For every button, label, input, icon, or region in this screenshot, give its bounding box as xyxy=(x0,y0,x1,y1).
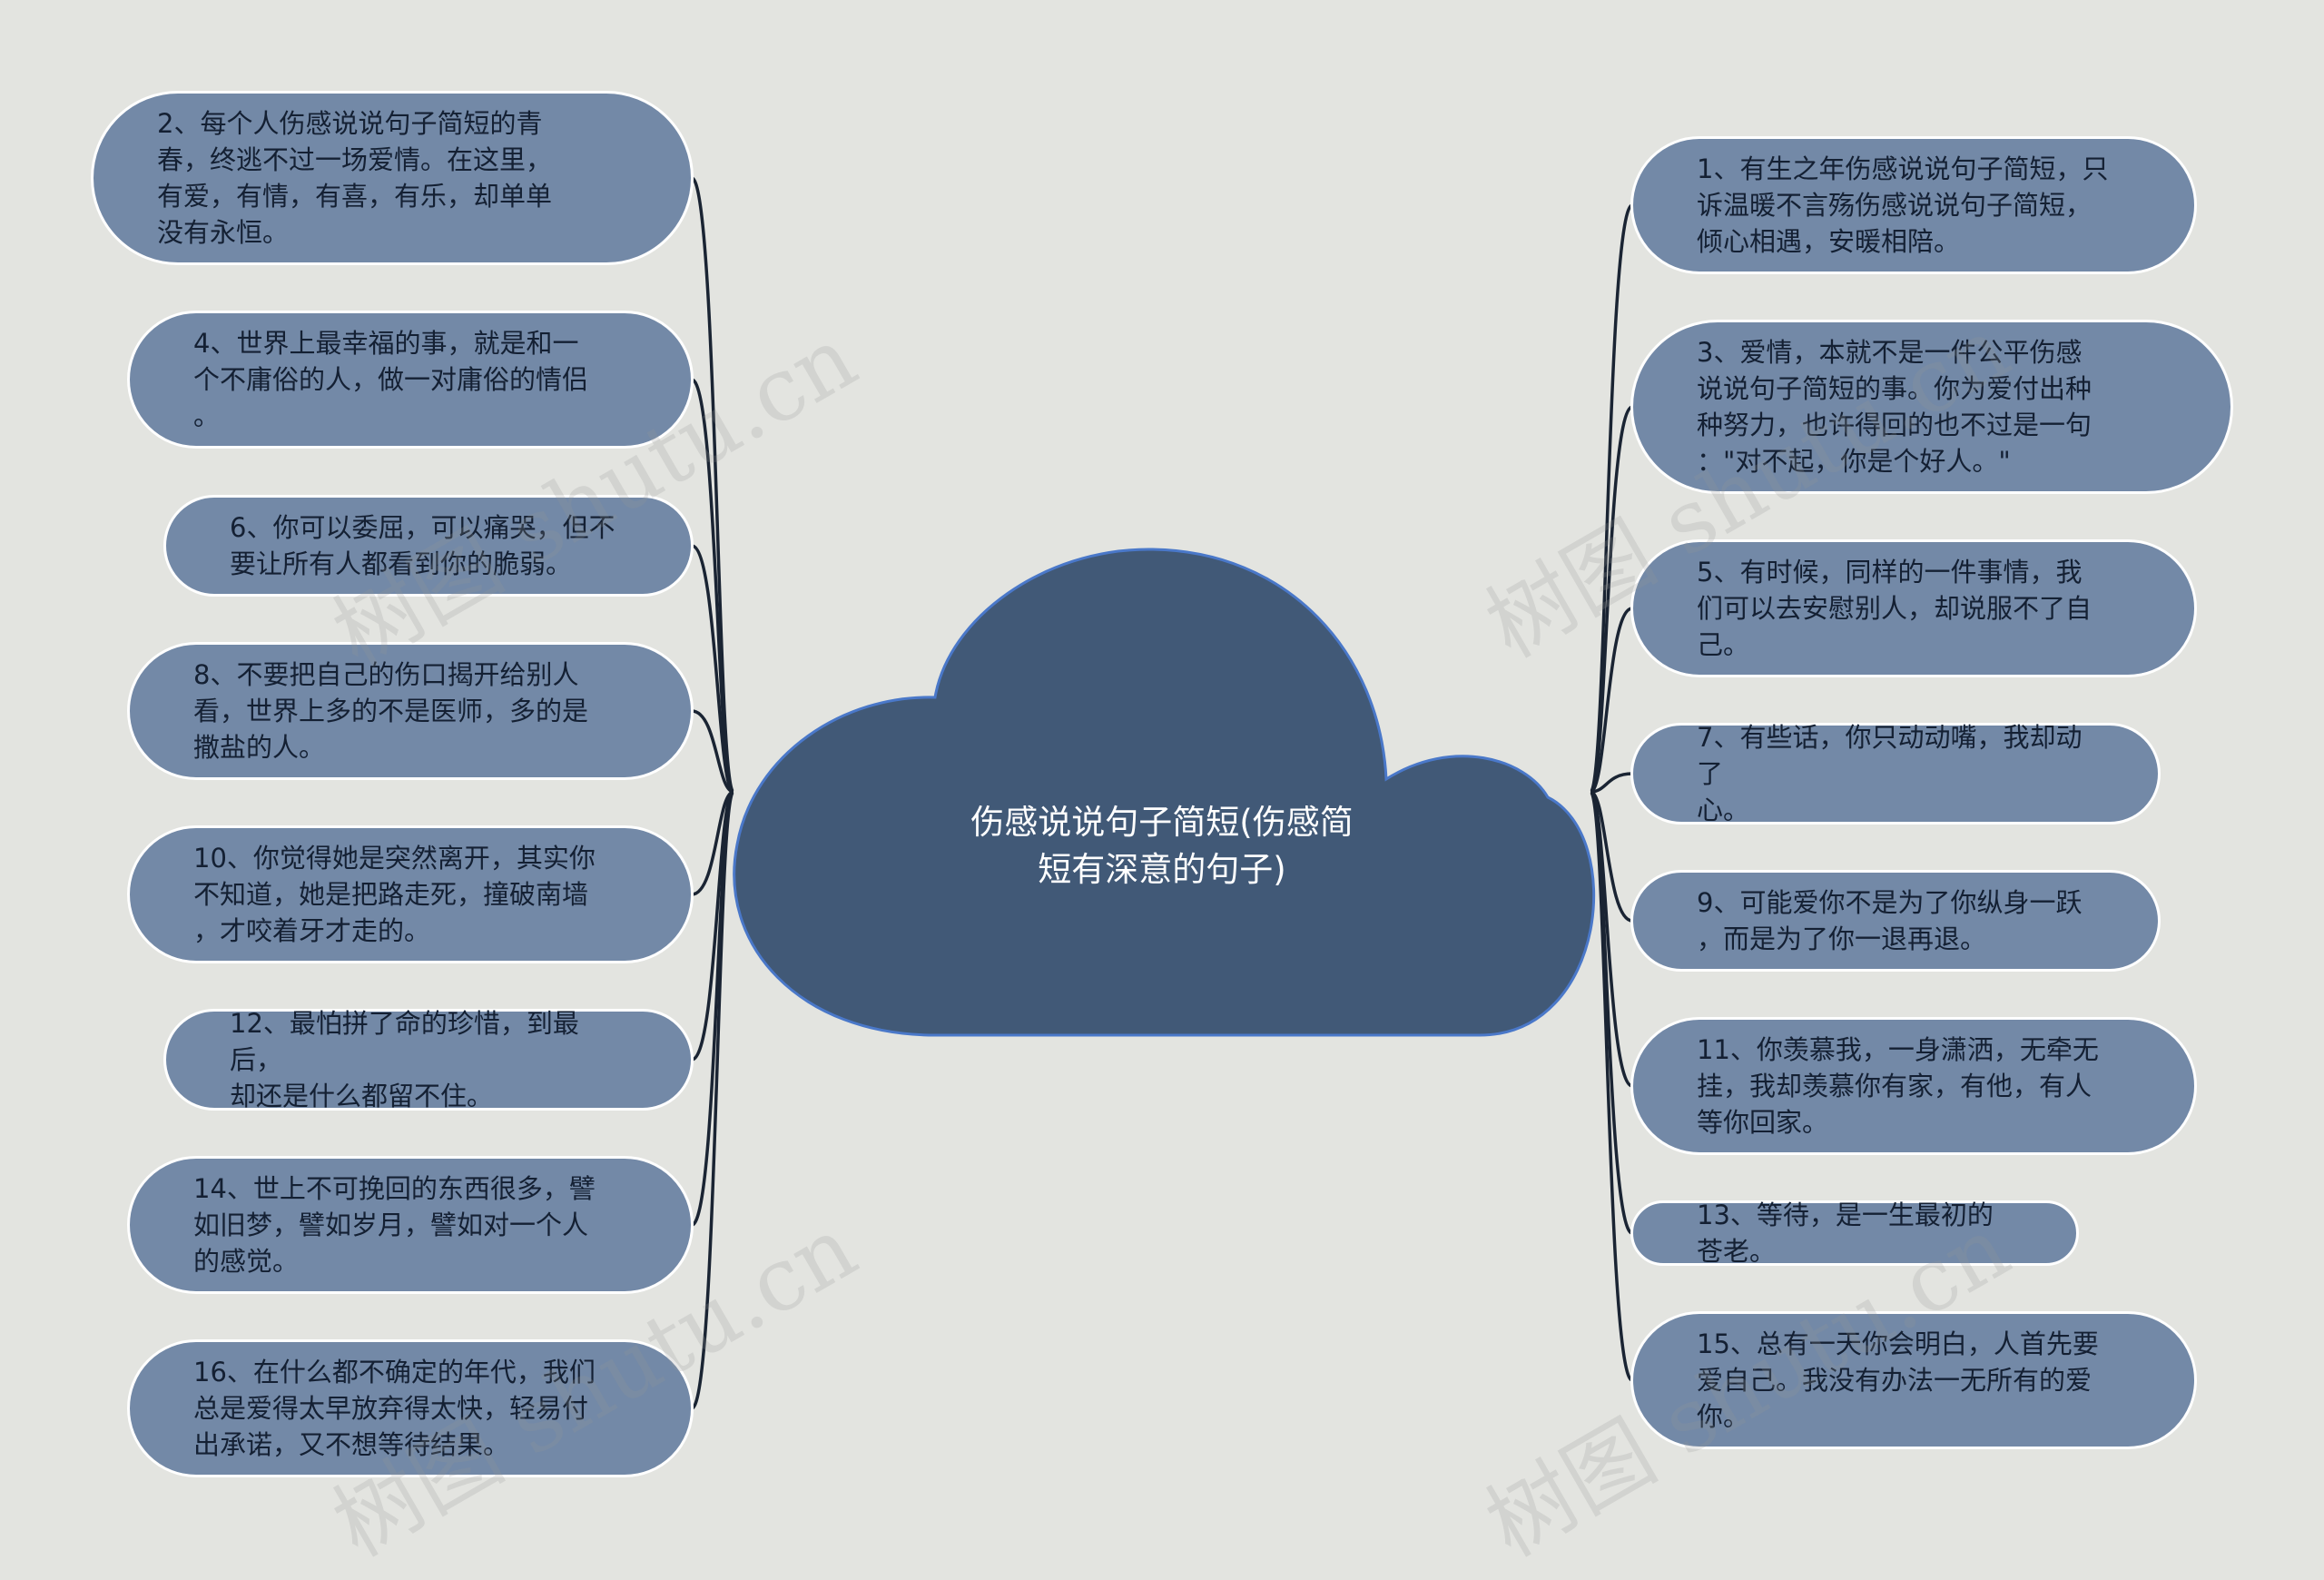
left-node-4[interactable]: 8、不要把自己的伤口揭开给别人 看，世界上多的不是医师，多的是 撒盐的人。 xyxy=(127,642,694,780)
node-text: 13、等待，是一生最初的苍老。 xyxy=(1697,1200,1994,1267)
node-text: 15、总有一天你会明白，人首先要 爱自己。我没有办法一无所有的爱 你。 xyxy=(1697,1328,2099,1432)
node-text: 14、世上不可挽回的东西很多，譬 如旧梦，譬如岁月，譬如对一个人 的感觉。 xyxy=(193,1173,596,1277)
node-text: 1、有生之年伤感说说句子简短，只 诉温暖不言殇伤感说说句子简短， 倾心相遇，安暖… xyxy=(1697,153,2109,257)
left-link-1 xyxy=(690,176,735,794)
right-node-5[interactable]: 9、可能爱你不是为了你纵身一跃 ，而是为了你一退再退。 xyxy=(1630,870,2161,972)
right-node-4[interactable]: 7、有些话，你只动动嘴，我却动了 心。 xyxy=(1630,722,2161,825)
left-link-7 xyxy=(691,790,735,1227)
node-text: 16、在什么都不确定的年代，我们 总是爱得太早放弃得太快，轻易付 出承诺，又不想… xyxy=(193,1357,596,1460)
left-node-7[interactable]: 14、世上不可挽回的东西很多，譬 如旧梦，譬如岁月，譬如对一个人 的感觉。 xyxy=(127,1156,694,1294)
node-text: 6、你可以委屈，可以痛哭，但不 要让所有人都看到你的脆弱。 xyxy=(230,512,615,579)
node-text: 4、世界上最幸福的事，就是和一 个不庸俗的人，做一对庸俗的情侣 。 xyxy=(193,328,589,431)
center-cloud[interactable] xyxy=(733,548,1596,1037)
right-link-7 xyxy=(1589,790,1633,1235)
right-node-6[interactable]: 11、你羡慕我，一身潇洒，无牵无 挂，我却羡慕你有家，有他，有人 等你回家。 xyxy=(1630,1017,2197,1155)
left-node-6[interactable]: 12、最怕拼了命的珍惜，到最后， 却还是什么都留不住。 xyxy=(163,1008,694,1111)
left-node-2[interactable]: 4、世界上最幸福的事，就是和一 个不庸俗的人，做一对庸俗的情侣 。 xyxy=(127,311,694,449)
node-text: 2、每个人伤感说说句子简短的青 春，终逃不过一场爱情。在这里， 有爱，有情，有喜… xyxy=(157,108,553,248)
right-node-3[interactable]: 5、有时候，同样的一件事情，我 们可以去安慰别人，却说服不了自 己。 xyxy=(1630,539,2197,677)
left-node-5[interactable]: 10、你觉得她是突然离开，其实你 不知道，她是把路走死，撞破南墙 ，才咬着牙才走… xyxy=(127,825,694,963)
right-link-5 xyxy=(1590,790,1633,923)
node-text: 12、最怕拼了命的珍惜，到最后， 却还是什么都留不住。 xyxy=(230,1008,579,1111)
node-text: 5、有时候，同样的一件事情，我 们可以去安慰别人，却说服不了自 己。 xyxy=(1697,557,2093,660)
right-link-4 xyxy=(1590,772,1633,794)
node-text: 3、爱情，本就不是一件公平伤感 说说句子简短的事。你为爱付出种 种努力，也许得回… xyxy=(1697,337,2093,477)
right-link-8 xyxy=(1589,790,1634,1382)
right-link-6 xyxy=(1589,790,1633,1088)
node-text: 9、可能爱你不是为了你纵身一跃 ，而是为了你一退再退。 xyxy=(1697,887,2083,954)
left-link-8 xyxy=(690,790,735,1410)
center-topic[interactable]: 伤感说说句子简短(伤感简 短有深意的句子) xyxy=(970,803,1354,889)
right-node-7[interactable]: 13、等待，是一生最初的苍老。 xyxy=(1630,1200,2079,1267)
right-link-2 xyxy=(1589,405,1633,794)
node-text: 8、不要把自己的伤口揭开给别人 看，世界上多的不是医师，多的是 撒盐的人。 xyxy=(193,659,589,763)
right-link-1 xyxy=(1589,203,1634,794)
left-link-3 xyxy=(691,544,735,794)
node-text: 10、你觉得她是突然离开，其实你 不知道，她是把路走死，撞破南墙 ，才咬着牙才走… xyxy=(193,843,596,946)
left-node-3[interactable]: 6、你可以委屈，可以痛哭，但不 要让所有人都看到你的脆弱。 xyxy=(163,495,694,597)
right-link-3 xyxy=(1590,607,1633,794)
node-text: 11、你羡慕我，一身潇洒，无牵无 挂，我却羡慕你有家，有他，有人 等你回家。 xyxy=(1697,1034,2099,1138)
node-text: 7、有些话，你只动动嘴，我却动了 心。 xyxy=(1697,722,2083,825)
left-link-6 xyxy=(691,790,735,1062)
right-node-2[interactable]: 3、爱情，本就不是一件公平伤感 说说句子简短的事。你为爱付出种 种努力，也许得回… xyxy=(1630,320,2233,494)
right-node-1[interactable]: 1、有生之年伤感说说句子简短，只 诉温暖不言殇伤感说说句子简短， 倾心相遇，安暖… xyxy=(1630,136,2197,274)
left-link-5 xyxy=(691,790,734,896)
left-node-8[interactable]: 16、在什么都不确定的年代，我们 总是爱得太早放弃得太快，轻易付 出承诺，又不想… xyxy=(127,1339,694,1477)
right-node-8[interactable]: 15、总有一天你会明白，人首先要 爱自己。我没有办法一无所有的爱 你。 xyxy=(1630,1311,2197,1449)
left-node-1[interactable]: 2、每个人伤感说说句子简短的青 春，终逃不过一场爱情。在这里， 有爱，有情，有喜… xyxy=(91,91,694,265)
left-link-4 xyxy=(691,709,734,794)
left-link-2 xyxy=(691,378,735,794)
